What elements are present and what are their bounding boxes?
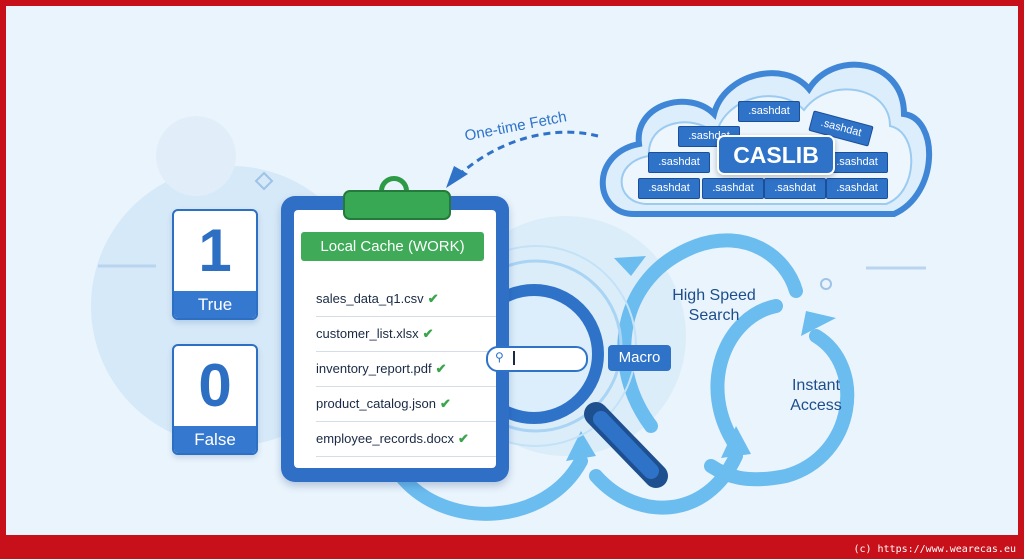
check-icon: ✔ <box>458 431 469 446</box>
diagram-canvas: 1 True 0 False sales_data_q1.csv✔ custom… <box>6 6 1018 535</box>
sashdat-tag: .sashdat <box>648 152 710 173</box>
false-digit: 0 <box>198 352 232 419</box>
instant-line: Instant <box>791 377 841 394</box>
true-label: True <box>174 291 256 318</box>
file-item: employee_records.docx✔ <box>316 422 496 457</box>
sashdat-tag: .sashdat <box>826 178 888 199</box>
high-speed-line: High Speed <box>672 287 756 304</box>
check-icon: ✔ <box>439 396 451 411</box>
true-digit: 1 <box>198 217 232 284</box>
true-card: 1 True <box>172 209 258 320</box>
fetch-arrow <box>456 130 599 178</box>
file-name: product_catalog.json <box>316 396 436 411</box>
file-item: product_catalog.json✔ <box>316 387 496 422</box>
file-name: sales_data_q1.csv <box>316 291 424 306</box>
check-icon: ✔ <box>435 361 447 376</box>
file-name: employee_records.docx <box>316 431 455 446</box>
check-icon: ✔ <box>422 326 434 341</box>
clip-bar <box>343 190 451 220</box>
false-card: 0 False <box>172 344 258 455</box>
file-item: customer_list.xlsx✔ <box>316 317 496 352</box>
flow-arrows <box>394 233 855 521</box>
sashdat-tag: .sashdat <box>764 178 826 199</box>
search-input[interactable]: ⚲ <box>486 346 588 372</box>
search-icon: ⚲ <box>495 350 504 364</box>
text-cursor <box>513 351 515 365</box>
check-icon: ✔ <box>427 291 439 306</box>
caslib-label: CASLIB <box>717 135 835 175</box>
high-speed-search-label: High Speed Search <box>654 286 774 326</box>
sashdat-tag: .sashdat <box>826 152 888 173</box>
instant-access-label: Instant Access <box>766 376 866 416</box>
file-name: customer_list.xlsx <box>316 326 419 341</box>
false-label: False <box>174 426 256 453</box>
macro-label: Macro <box>608 345 671 371</box>
sashdat-tag: .sashdat <box>638 178 700 199</box>
file-item: sales_data_q1.csv✔ <box>316 282 496 317</box>
local-cache-clipboard: sales_data_q1.csv✔ customer_list.xlsx✔ i… <box>281 176 509 482</box>
cache-title: Local Cache (WORK) <box>301 232 484 261</box>
file-item: inventory_report.pdf✔ <box>316 352 496 387</box>
search-line: Search <box>688 307 740 324</box>
file-name: inventory_report.pdf <box>316 361 432 376</box>
access-line: Access <box>790 397 842 414</box>
credit-text: (c) https://www.wearecas.eu <box>853 544 1016 555</box>
sashdat-tag: .sashdat <box>738 101 800 122</box>
sashdat-tag: .sashdat <box>702 178 764 199</box>
